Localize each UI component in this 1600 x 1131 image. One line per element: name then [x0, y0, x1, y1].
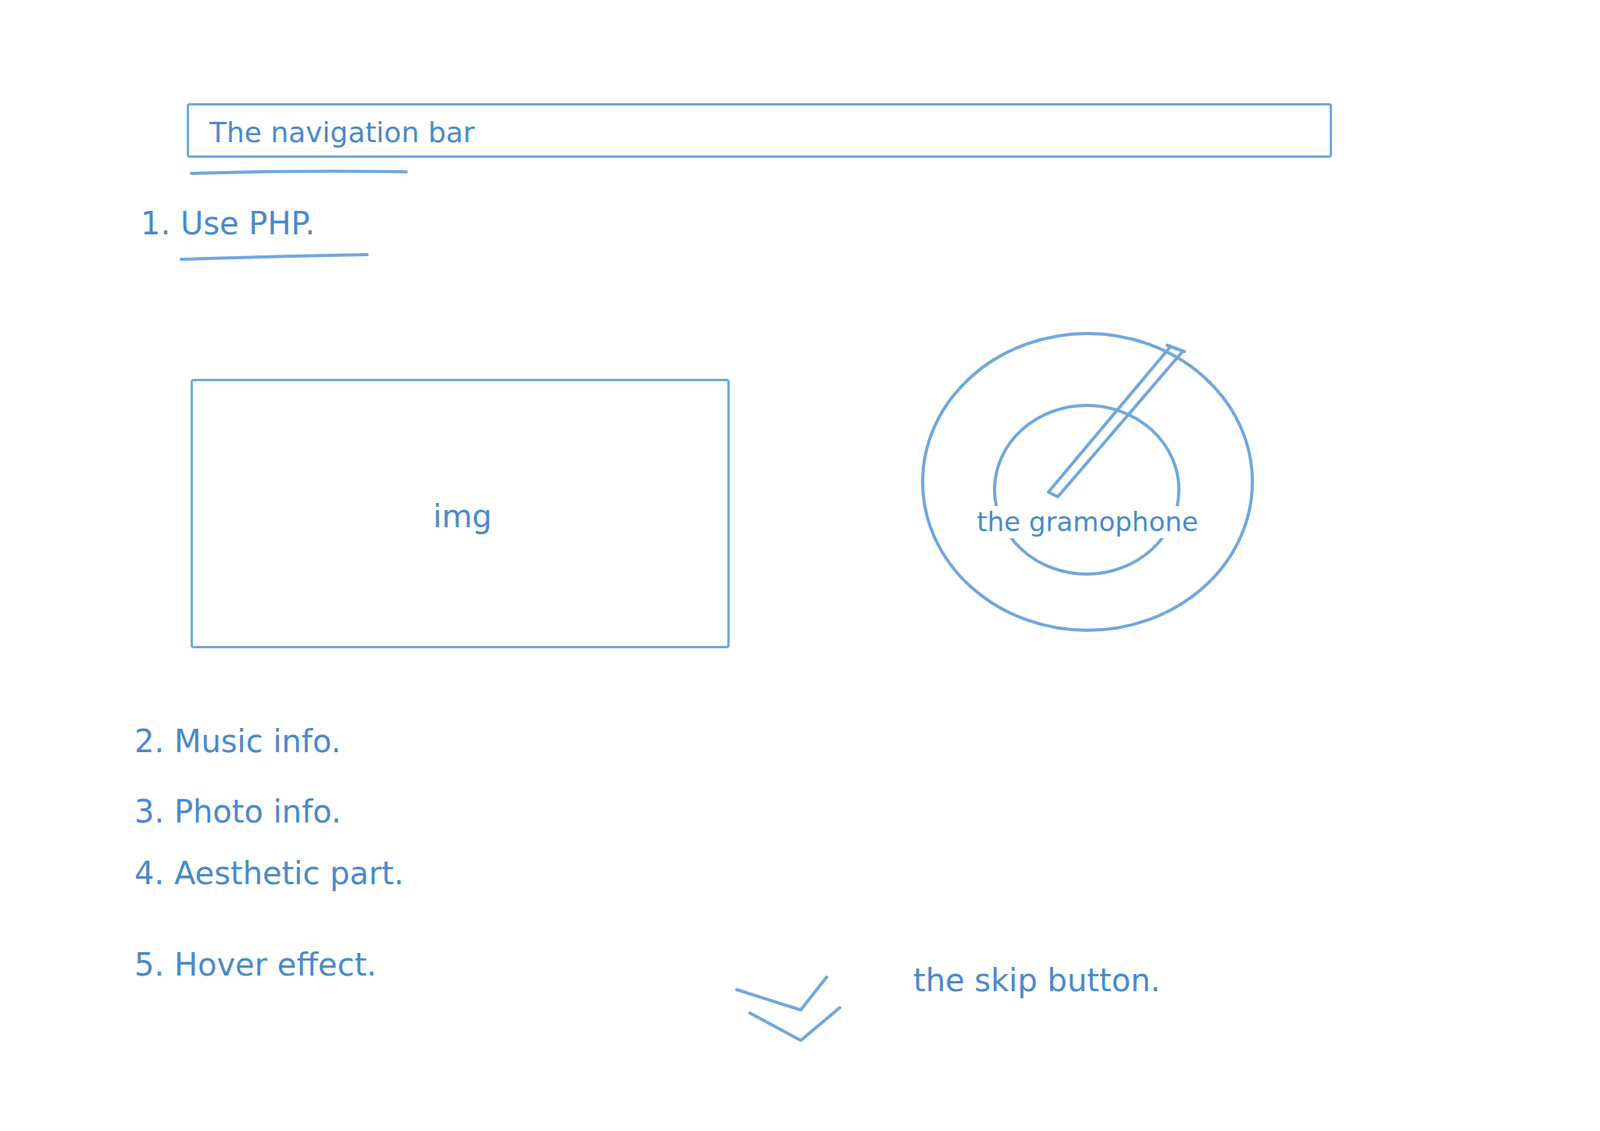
node-label: the gramophone	[973, 506, 1201, 539]
node-label: img	[432, 497, 492, 536]
list-item: 1. Use PHP.	[140, 204, 315, 243]
button-note: the skip button.	[913, 961, 1161, 1000]
skip-chevron	[736, 977, 827, 1011]
record-inner	[994, 405, 1179, 575]
list-item: 4. Aesthetic part.	[134, 854, 404, 893]
node-label: The navigation bar	[209, 115, 475, 150]
list-item: 3. Photo info.	[134, 792, 342, 831]
gramophone-circle: the gramophone	[918, 329, 1257, 635]
image-box: img	[190, 378, 730, 649]
skip-chevron	[750, 1007, 840, 1041]
navigation-bar: The navigation bar	[186, 103, 1333, 158]
list-item: 5. Hover effect.	[134, 946, 377, 984]
underline	[181, 254, 368, 260]
underline	[191, 171, 407, 174]
record-outer	[922, 333, 1253, 631]
tone-arm	[1048, 345, 1185, 497]
list-item: 2. Music info.	[134, 722, 341, 761]
gramophone-outline	[918, 329, 1257, 635]
